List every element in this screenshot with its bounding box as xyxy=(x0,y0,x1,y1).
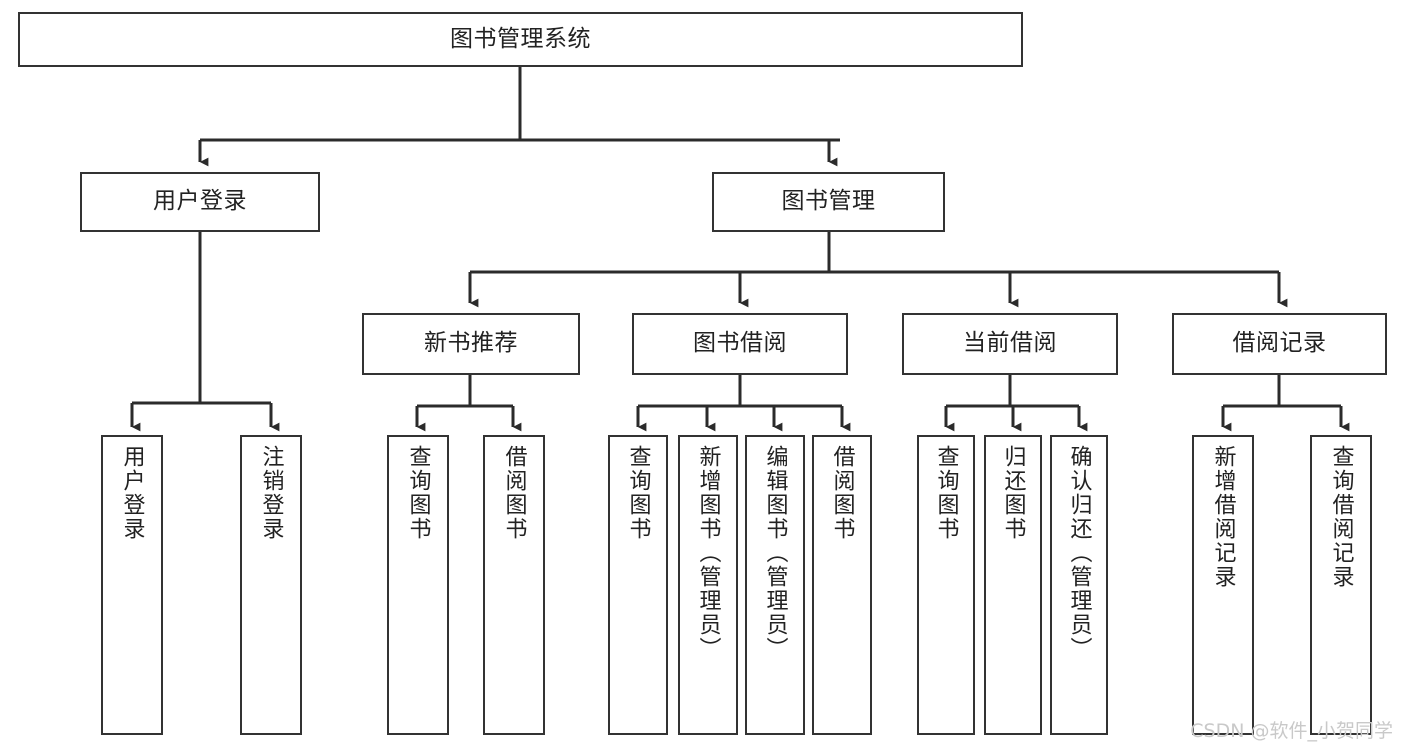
node-label: 借阅记录 xyxy=(1232,330,1327,357)
node-label: 查询图书 xyxy=(405,445,431,541)
node-user-login[interactable]: 用户登录 xyxy=(80,172,320,232)
node-label: 查询借阅记录 xyxy=(1328,445,1354,589)
node-label: 编辑图书（管理员） xyxy=(762,445,788,661)
node-label: 借阅图书 xyxy=(501,445,527,541)
node-new-book-recommend[interactable]: 新书推荐 xyxy=(362,313,580,375)
node-label: 新书推荐 xyxy=(424,330,518,357)
node-root-system[interactable]: 图书管理系统 xyxy=(18,12,1023,67)
node-book-borrow[interactable]: 图书借阅 xyxy=(632,313,848,375)
node-leaf-borrow-book-2[interactable]: 借阅图书 xyxy=(812,435,872,735)
node-label: 用户登录 xyxy=(153,188,247,215)
node-label: 新增图书（管理员） xyxy=(695,445,721,661)
node-leaf-confirm-return-admin[interactable]: 确认归还（管理员） xyxy=(1050,435,1108,735)
node-label: 图书管理系统 xyxy=(450,25,591,52)
node-current-borrow[interactable]: 当前借阅 xyxy=(902,313,1118,375)
node-label: 注销登录 xyxy=(258,445,284,541)
node-leaf-query-book-2[interactable]: 查询图书 xyxy=(608,435,668,735)
node-leaf-query-book-3[interactable]: 查询图书 xyxy=(917,435,975,735)
node-borrow-record[interactable]: 借阅记录 xyxy=(1172,313,1387,375)
node-label: 查询图书 xyxy=(933,445,959,541)
node-label: 确认归还（管理员） xyxy=(1066,445,1092,661)
node-label: 当前借阅 xyxy=(963,330,1057,357)
node-label: 查询图书 xyxy=(625,445,651,541)
node-label: 图书借阅 xyxy=(693,330,787,357)
node-leaf-return-book[interactable]: 归还图书 xyxy=(984,435,1042,735)
node-leaf-add-borrow-record[interactable]: 新增借阅记录 xyxy=(1192,435,1254,735)
node-book-management[interactable]: 图书管理 xyxy=(712,172,945,232)
node-label: 归还图书 xyxy=(1000,445,1026,541)
node-leaf-query-borrow-record[interactable]: 查询借阅记录 xyxy=(1310,435,1372,735)
node-label: 用户登录 xyxy=(119,445,145,541)
node-leaf-add-book-admin[interactable]: 新增图书（管理员） xyxy=(678,435,738,735)
node-label: 借阅图书 xyxy=(829,445,855,541)
node-leaf-edit-book-admin[interactable]: 编辑图书（管理员） xyxy=(745,435,805,735)
node-leaf-borrow-book-1[interactable]: 借阅图书 xyxy=(483,435,545,735)
watermark-text: CSDN @软件_小贺同学 xyxy=(1190,720,1393,742)
node-leaf-user-login[interactable]: 用户登录 xyxy=(101,435,163,735)
node-label: 图书管理 xyxy=(781,188,876,215)
node-leaf-user-logout[interactable]: 注销登录 xyxy=(240,435,302,735)
node-label: 新增借阅记录 xyxy=(1210,445,1236,589)
node-leaf-query-book-1[interactable]: 查询图书 xyxy=(387,435,449,735)
